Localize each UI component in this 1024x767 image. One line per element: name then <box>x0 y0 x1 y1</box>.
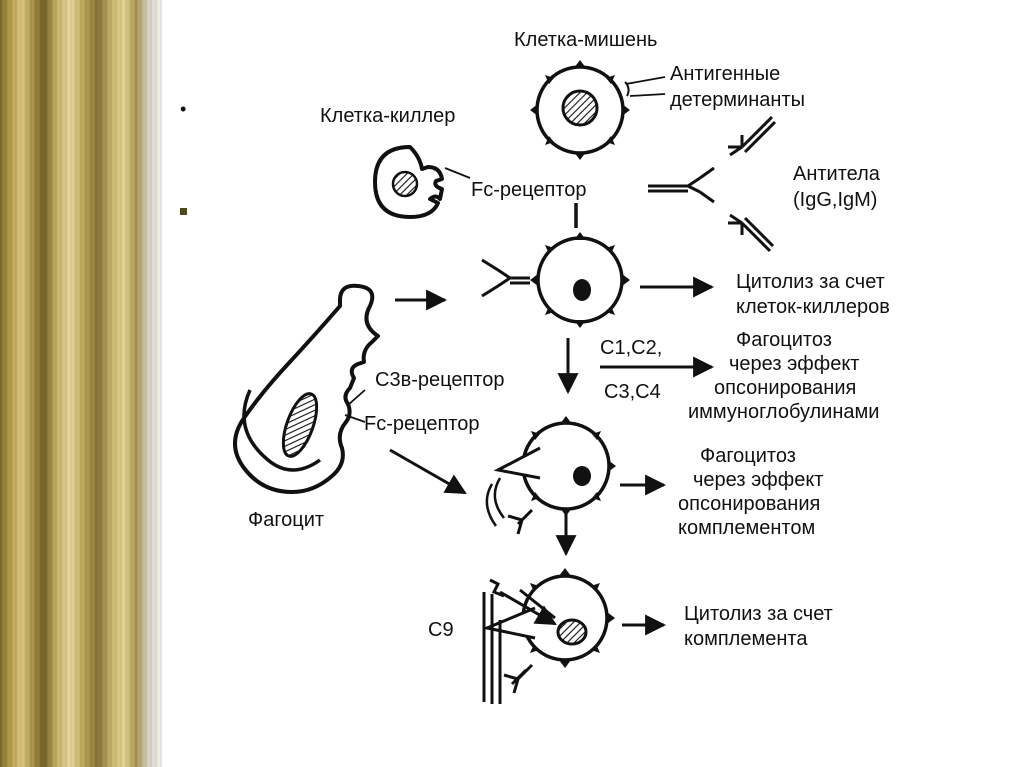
label-phago-comp-3: опсонирования <box>678 493 820 515</box>
label-target-cell: Клетка-мишень <box>514 29 657 51</box>
antibody-free-3 <box>728 213 775 253</box>
label-fc-receptor-top: Fc-рецептор <box>471 179 587 201</box>
arrow-fc-to-cell <box>389 448 467 495</box>
label-phago-ig-3: опсонирования <box>714 377 856 399</box>
antibody-free-2 <box>728 115 777 157</box>
antibody-free-1 <box>648 166 715 204</box>
antibody-bound-middle <box>481 258 530 298</box>
label-phago-comp-1: Фагоцитоз <box>700 445 796 467</box>
bullet-square <box>180 208 187 215</box>
label-fc-receptor-mid: Fc-рецептор <box>364 413 480 435</box>
label-phago-ig-1: Фагоцитоз <box>736 329 832 351</box>
target-cell-middle <box>530 232 630 328</box>
label-phagocyte: Фагоцит <box>248 509 324 531</box>
label-cytolysis-comp-2: комплемента <box>684 628 808 650</box>
label-cytolysis-killers-2: клеток-киллеров <box>736 296 890 318</box>
label-antigenic-1: Антигенные <box>670 63 780 85</box>
label-phago-comp-2: через эффект <box>693 469 823 491</box>
label-antibodies-1: Антитела <box>793 163 881 185</box>
decorative-gold-border <box>0 0 162 767</box>
target-cell-top <box>530 60 630 160</box>
target-cell-opsonized <box>485 416 616 527</box>
antibody-bound-lower <box>507 508 534 535</box>
phagocyte-c3b-pointer <box>347 389 366 406</box>
label-complement-c1c2: C1,C2, <box>600 337 662 359</box>
label-complement-c3c4: C3,C4 <box>604 381 661 403</box>
label-phago-ig-4: иммуноглобулинами <box>688 401 879 423</box>
phagocyte-fc-pointer <box>344 414 366 423</box>
bullet-point: • <box>180 99 187 119</box>
label-antigenic-2: детерминанты <box>670 89 805 111</box>
antibody-bound-bottom <box>503 663 534 694</box>
label-antibodies-2: (IgG,IgM) <box>793 189 877 211</box>
target-cell-c9 <box>481 568 615 704</box>
label-phago-comp-4: комплементом <box>678 517 815 539</box>
antigenic-determinant-pointers <box>625 76 666 97</box>
killer-cell <box>373 145 444 219</box>
label-phago-ig-2: через эффект <box>729 353 859 375</box>
killer-fc-pointer <box>444 167 471 179</box>
phagocyte-cell <box>233 283 380 494</box>
label-cytolysis-killers-1: Цитолиз за счет <box>736 271 885 293</box>
label-cytolysis-comp-1: Цитолиз за счет <box>684 603 833 625</box>
label-c9: C9 <box>428 619 454 641</box>
label-c3b-receptor: C3в-рецептор <box>375 369 504 391</box>
label-killer-cell: Клетка-киллер <box>320 105 455 127</box>
